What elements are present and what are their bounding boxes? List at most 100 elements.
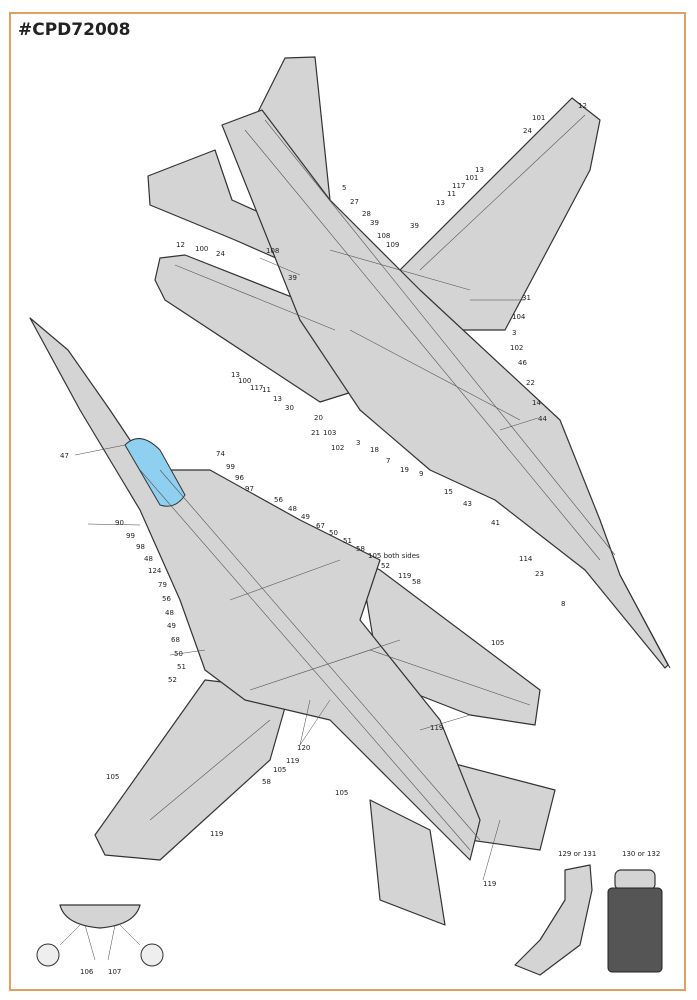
- callout-labels: 12 101 24 13 101 117 11 13 5 27 28 39 10…: [60, 102, 660, 976]
- callout: 18: [370, 446, 379, 454]
- callout: 51: [343, 537, 352, 545]
- callout: 100: [195, 245, 208, 253]
- callout: 68: [171, 636, 180, 644]
- callout: 100: [238, 377, 251, 385]
- callout: 119: [286, 757, 299, 765]
- callout: 24: [523, 127, 532, 135]
- callout: 96: [235, 474, 244, 482]
- callout: 48: [165, 609, 174, 617]
- callout: 39: [370, 219, 379, 227]
- page-frame: [9, 12, 686, 991]
- callout: 90: [115, 519, 124, 527]
- callout: 52: [168, 676, 177, 684]
- callout: 67: [316, 522, 325, 530]
- horizontal-stabilizer-2: [369, 799, 446, 926]
- callout: 74: [216, 450, 225, 458]
- callout: 106: [80, 968, 94, 976]
- callout: 107: [108, 968, 121, 976]
- callout: 99: [126, 532, 135, 540]
- callout: 51: [177, 663, 186, 671]
- callout: 48: [288, 505, 297, 513]
- callout: 11: [447, 190, 456, 198]
- callout: 41: [491, 519, 500, 527]
- callout: 102: [331, 444, 344, 452]
- callout: 104: [512, 313, 526, 321]
- callout: 12: [176, 241, 185, 249]
- callout: 3: [356, 439, 360, 447]
- callout: 108: [377, 232, 390, 240]
- callout: 108: [266, 247, 279, 255]
- callout: 117: [452, 182, 465, 190]
- callout: 124: [148, 567, 162, 575]
- callout: 56: [162, 595, 171, 603]
- callout: 13: [231, 371, 240, 379]
- callout: 43: [463, 500, 472, 508]
- callout: 49: [301, 513, 310, 521]
- callout: 58: [262, 778, 271, 786]
- ejection-seat-front: [607, 869, 663, 973]
- callout: 56: [274, 496, 283, 504]
- callout: 46: [518, 359, 527, 367]
- aircraft-top-view-1: [147, 56, 671, 669]
- callout: 79: [158, 581, 167, 589]
- seat-option-label: 129 or 131: [558, 850, 596, 858]
- callout: 114: [519, 555, 533, 563]
- callout: 49: [167, 622, 176, 630]
- callout: 13: [273, 395, 282, 403]
- callout: 103: [323, 429, 336, 437]
- callout: 39: [288, 274, 297, 282]
- seat-option-label: 130 or 132: [622, 850, 660, 858]
- left-wing: [154, 254, 353, 403]
- callout: 48: [144, 555, 153, 563]
- callout: 58: [412, 578, 421, 586]
- callout: 50: [329, 529, 338, 537]
- callout: 15: [444, 488, 453, 496]
- callout: 31: [522, 294, 531, 302]
- callout: 27: [350, 198, 359, 206]
- callout: 30: [285, 404, 294, 412]
- callout: 99: [226, 463, 235, 471]
- callout: 101: [465, 174, 478, 182]
- callout: 39: [410, 222, 419, 230]
- callout: 7: [386, 457, 390, 465]
- callout: 119: [398, 572, 411, 580]
- callout: 19: [400, 466, 409, 474]
- ejection-seat-side: [514, 864, 593, 976]
- callout: 44: [538, 415, 547, 423]
- callout: 117: [250, 384, 263, 392]
- callout: 119: [483, 880, 496, 888]
- callout: 24: [216, 250, 225, 258]
- callout: 3: [512, 329, 516, 337]
- callout: 12: [578, 102, 587, 110]
- callout: 9: [419, 470, 423, 478]
- callout: 13: [475, 166, 484, 174]
- callout: 21: [311, 429, 320, 437]
- callout: 102: [510, 344, 523, 352]
- callout: 120: [297, 744, 310, 752]
- callout: 58: [356, 545, 365, 553]
- callout: 119: [210, 830, 223, 838]
- callout: 52: [381, 562, 390, 570]
- callout: 105: [491, 639, 504, 647]
- callout: 13: [436, 199, 445, 207]
- callout: 97: [245, 485, 254, 493]
- callout: 98: [136, 543, 145, 551]
- leader-lines: [74, 257, 539, 881]
- callout: 105: [273, 766, 286, 774]
- callout: 105: [106, 773, 119, 781]
- callout: 105 both sides: [368, 552, 420, 560]
- callout: 11: [262, 386, 271, 394]
- callout: 14: [532, 399, 541, 407]
- product-code: #CPD72008: [18, 20, 131, 40]
- callout: 28: [362, 210, 371, 218]
- callout: 119: [430, 724, 443, 732]
- canopy: [124, 438, 186, 507]
- aircraft-top-view-2: [29, 317, 556, 926]
- landing-gear-detail: [36, 904, 164, 967]
- callout: 109: [386, 241, 399, 249]
- callout: 101: [532, 114, 545, 122]
- callout: 22: [526, 379, 535, 387]
- callout: 105: [335, 789, 348, 797]
- left-wing: [94, 679, 291, 861]
